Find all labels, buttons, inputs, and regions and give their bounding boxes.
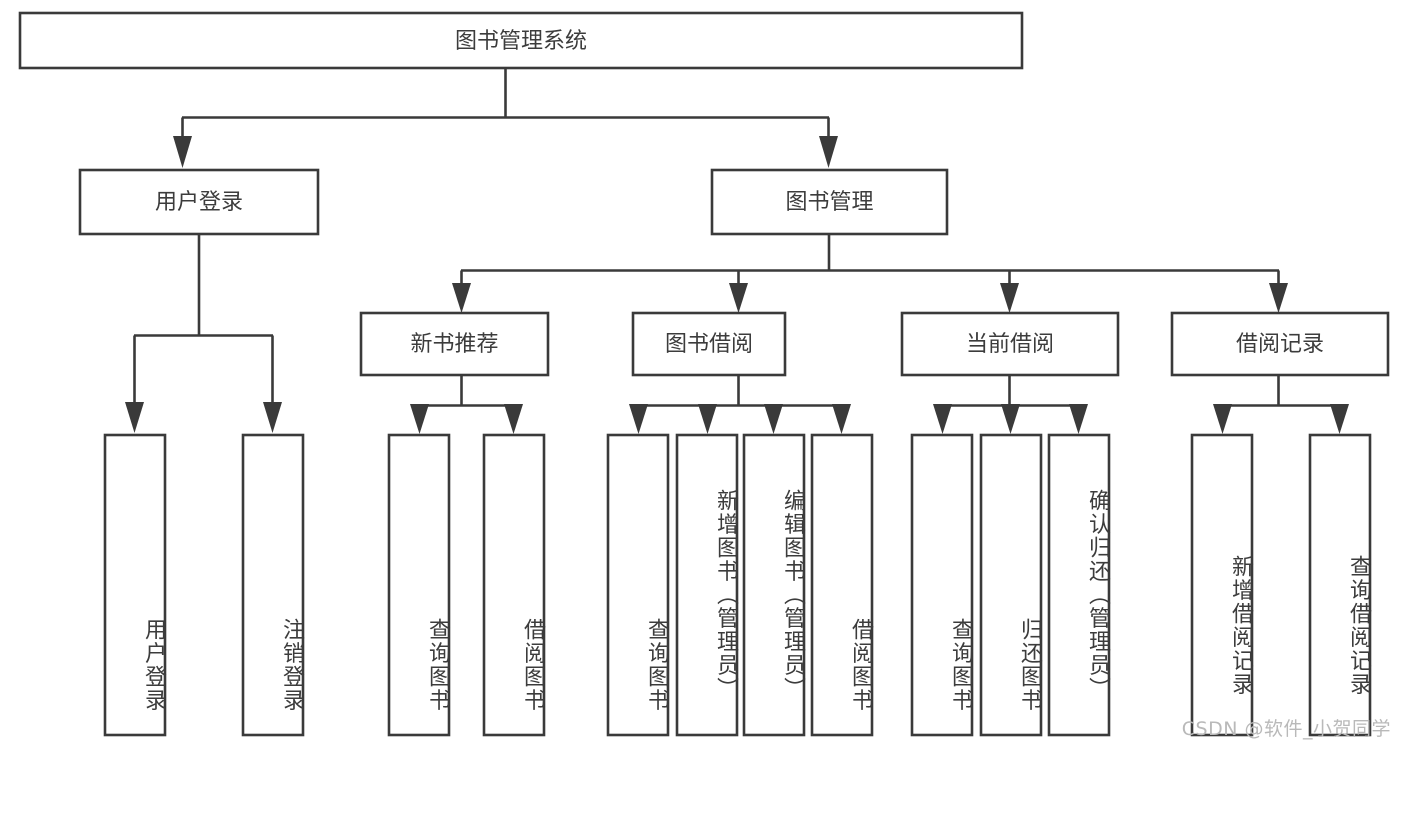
leaf-box-book-borrow-1[interactable] — [606, 433, 670, 737]
leaf-box-current-borrow-1[interactable] — [910, 433, 974, 737]
leaf-box-user-login-2[interactable] — [241, 433, 305, 737]
node-current-borrow[interactable] — [900, 311, 1120, 377]
connector-user-login-to-children — [125, 234, 282, 433]
csdn-watermark: CSDN @软件_小贺同学 — [1181, 718, 1391, 740]
node-user-login-label: 用户登录 — [155, 190, 243, 215]
leaf-box-current-borrow-2[interactable] — [979, 433, 1043, 737]
leaf-box-new-book-1[interactable] — [387, 433, 451, 737]
leaf-box-book-borrow-3[interactable] — [742, 433, 806, 737]
diagram-canvas: 图书管理系统 用户登录 图书管理 新书推荐 图书借阅 当前借阅 借阅记录 — [18, 11, 1391, 740]
node-book-borrow-label: 图书借阅 — [665, 332, 753, 357]
leaf-box-borrow-record-1[interactable] — [1190, 433, 1254, 737]
connector-borrow-record-to-children — [1213, 375, 1349, 434]
node-new-book-recommend[interactable] — [359, 311, 550, 377]
node-book-borrow[interactable] — [631, 311, 787, 377]
arrow-to-user-login — [173, 136, 192, 168]
tree-diagram-svg: 图书管理系统 用户登录 图书管理 新书推荐 图书借阅 当前借阅 借阅记录 — [18, 11, 1390, 737]
leaf-box-user-login-1[interactable] — [103, 433, 167, 737]
arrow-to-book-management — [819, 136, 838, 168]
node-current-borrow-label: 当前借阅 — [966, 332, 1054, 357]
connector-current-borrow-to-children — [933, 375, 1088, 434]
node-user-login[interactable] — [78, 168, 320, 236]
connector-root-to-bus — [181, 68, 830, 140]
leaf-box-book-borrow-4[interactable] — [810, 433, 874, 737]
node-borrow-record[interactable] — [1170, 311, 1390, 377]
node-book-management-label: 图书管理 — [785, 190, 873, 215]
connector-book-management-to-children — [452, 234, 1288, 313]
node-book-management[interactable] — [710, 168, 949, 236]
leaf-box-current-borrow-3[interactable] — [1047, 433, 1111, 737]
node-root[interactable] — [18, 11, 1024, 70]
node-root-label: 图书管理系统 — [455, 29, 587, 54]
connector-new-book-to-children — [410, 375, 523, 434]
node-borrow-record-label: 借阅记录 — [1236, 332, 1324, 357]
node-new-book-recommend-label: 新书推荐 — [410, 332, 498, 357]
leaf-box-book-borrow-2[interactable] — [675, 433, 739, 737]
leaf-box-new-book-2[interactable] — [482, 433, 546, 737]
connector-book-borrow-to-children — [629, 375, 851, 434]
leaf-box-borrow-record-2[interactable] — [1308, 433, 1372, 737]
